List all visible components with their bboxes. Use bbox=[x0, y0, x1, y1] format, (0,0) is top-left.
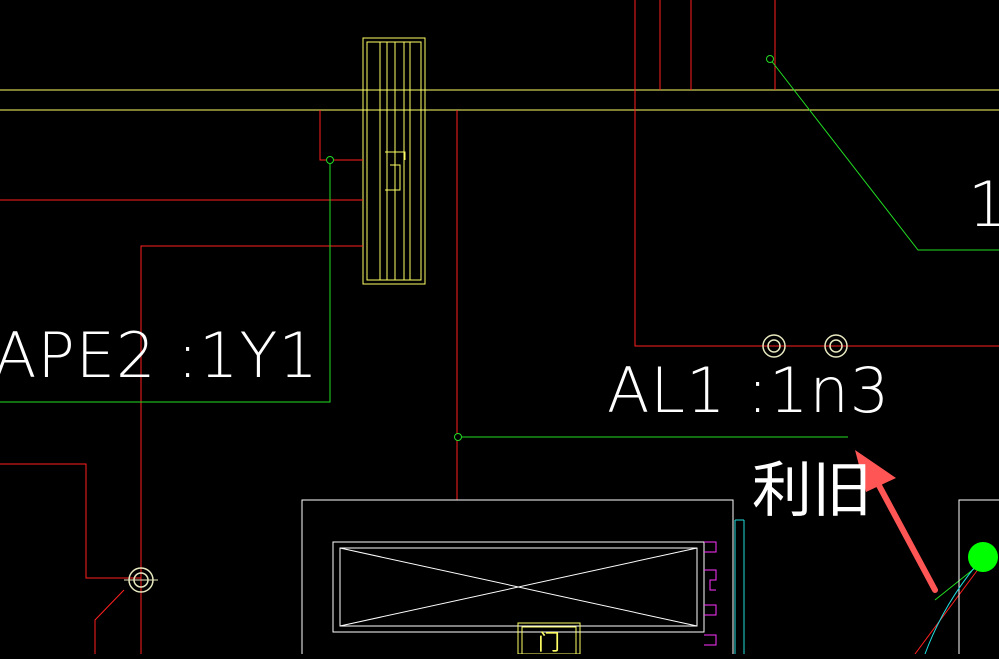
beam-lines bbox=[0, 89, 999, 111]
light-fixture-icon bbox=[762, 334, 786, 358]
light-fixture-icon bbox=[824, 334, 848, 358]
small-box-text: 门 bbox=[538, 631, 560, 654]
circuit-label-main: AL1 :1n3 bbox=[607, 354, 890, 427]
magenta-symbols bbox=[704, 541, 717, 646]
equipment-outline[interactable] bbox=[301, 499, 999, 654]
green-marker-icon[interactable] bbox=[968, 542, 998, 572]
note-label-chinese: 利旧 bbox=[752, 456, 872, 526]
edge-number-label: 1 bbox=[968, 168, 999, 241]
junction-node-icon bbox=[766, 55, 774, 63]
junction-nodes bbox=[326, 55, 774, 441]
circuit-label-left: APE2 :1Y1 bbox=[0, 319, 319, 392]
light-fixtures[interactable] bbox=[124, 334, 848, 593]
cyan-lines bbox=[734, 519, 986, 655]
light-fixture-icon bbox=[124, 567, 158, 593]
junction-node-icon bbox=[454, 433, 462, 441]
junction-node-icon bbox=[326, 156, 334, 164]
cable-tray[interactable] bbox=[362, 37, 426, 285]
annotation-arrow-icon bbox=[855, 450, 938, 593]
